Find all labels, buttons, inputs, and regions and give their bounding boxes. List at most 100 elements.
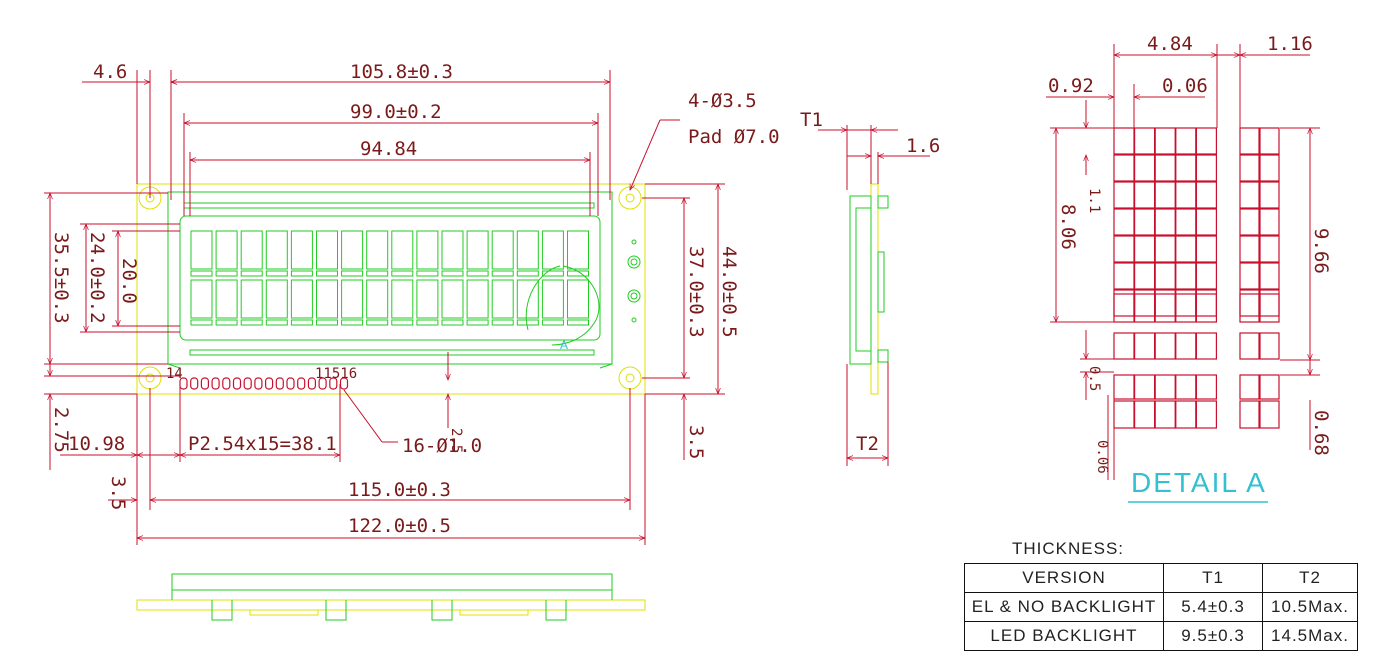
cursor-line xyxy=(341,270,364,277)
char-cell xyxy=(491,279,514,319)
char-cell xyxy=(466,279,489,319)
cursor-cell xyxy=(1133,374,1156,400)
header-t2: T2 xyxy=(1262,563,1358,593)
dot-cell xyxy=(1259,208,1280,236)
pin-label-first: 14 xyxy=(166,366,183,382)
dim-height-total: 44.0±0.5 xyxy=(718,246,740,338)
detail-cursor-gap: 0.5 xyxy=(1086,366,1102,391)
pin-hole xyxy=(243,377,252,390)
detail-char-width: 4.84 xyxy=(1147,33,1193,55)
cursor-cell xyxy=(1113,332,1135,360)
char-cell xyxy=(316,279,338,319)
dot-cell xyxy=(1175,293,1197,323)
dot-cell xyxy=(1175,208,1197,236)
char-cell xyxy=(567,279,589,319)
cursor-line xyxy=(341,319,364,326)
char-cell xyxy=(541,279,564,319)
char-cell xyxy=(240,230,263,270)
cell-version: EL & NO BACKLIGHT xyxy=(964,592,1164,622)
char-cell xyxy=(516,279,539,319)
dot-cell xyxy=(1239,262,1260,290)
detail-dot-pitch-left: 0.92 xyxy=(1048,75,1094,97)
dot-cell xyxy=(1195,154,1218,182)
cursor-line xyxy=(190,270,213,277)
dot-cell xyxy=(1133,181,1156,209)
char-cell xyxy=(215,279,238,319)
side-t2: T2 xyxy=(856,433,879,455)
dim-hole-edge: 3.5 xyxy=(685,425,707,459)
dim-pcb-width: 122.0±0.5 xyxy=(348,515,451,537)
dot-cell xyxy=(1133,208,1156,236)
dot-cell xyxy=(1113,208,1135,236)
detail-title: DETAIL A xyxy=(1131,467,1267,498)
pin-hole xyxy=(307,377,316,390)
cell-version: LED BACKLIGHT xyxy=(964,621,1164,651)
dot-cell xyxy=(1133,235,1156,263)
dot-cell xyxy=(1239,235,1260,263)
side-t1: T1 xyxy=(800,109,823,131)
cursor-line xyxy=(516,319,539,326)
dim-left-edge: 3.5 xyxy=(107,476,129,510)
cursor-line xyxy=(215,270,238,277)
detail-dot-height: 1.1 xyxy=(1086,188,1102,213)
char-cell xyxy=(190,230,213,270)
dot-cell xyxy=(1113,262,1135,290)
dot-cell xyxy=(1195,262,1218,290)
cursor-line xyxy=(441,319,464,326)
pin-hole xyxy=(286,377,295,390)
cursor-cell xyxy=(1259,374,1280,400)
pin-header xyxy=(179,377,349,390)
dot-cell xyxy=(1154,293,1176,323)
char-cell xyxy=(316,230,338,270)
dim-pin-offset: 10.98 xyxy=(68,433,125,455)
dot-cell xyxy=(1154,127,1176,155)
cursor-line xyxy=(316,270,338,277)
side-pcb-thickness: 1.6 xyxy=(906,135,940,157)
cursor-cell xyxy=(1113,374,1135,400)
cursor-line xyxy=(240,270,263,277)
dot-cell xyxy=(1154,235,1176,263)
side-view: T1 1.6 T2 xyxy=(800,109,940,466)
cursor-cell xyxy=(1175,374,1197,400)
dot-cell xyxy=(1195,208,1218,236)
cursor-line xyxy=(466,319,489,326)
dim-height-aa: 24.0±0.2 xyxy=(86,232,108,324)
detail-cursor-height: 9.66 xyxy=(1310,228,1332,274)
pin-hole xyxy=(200,377,209,390)
pin-hole xyxy=(254,377,263,390)
char-cell xyxy=(366,279,389,319)
dim-bottom-offset: 2.75 xyxy=(50,407,72,453)
char-cell xyxy=(441,230,464,270)
dim-left-offset: 4.6 xyxy=(93,61,127,83)
char-cell xyxy=(416,230,439,270)
cursor-line xyxy=(541,270,564,277)
cursor-cell xyxy=(1154,374,1176,400)
cursor-cell xyxy=(1259,400,1280,429)
detail-a: 4.84 1.16 0.92 0.06 8.06 1.1 0.5 0.06 9.… xyxy=(1046,33,1332,503)
cell-t2: 14.5Max. xyxy=(1262,621,1358,651)
dim-pin-hole-dim: 2.5 xyxy=(448,428,464,453)
detail-gap: 1.16 xyxy=(1267,33,1313,55)
dim-height-hole: 37.0±0.3 xyxy=(685,246,707,338)
header-version: VERSION xyxy=(964,563,1164,593)
dot-cell xyxy=(1154,181,1176,209)
dot-cell xyxy=(1259,154,1280,182)
detail-bottom-gap: 0.06 xyxy=(1094,440,1110,474)
dot-cell xyxy=(1133,293,1156,323)
pin-hole xyxy=(297,377,306,390)
cell-t1: 5.4±0.3 xyxy=(1163,592,1263,622)
dot-cell xyxy=(1175,235,1197,263)
dot-cell xyxy=(1195,235,1218,263)
cursor-line xyxy=(215,319,238,326)
character-cells xyxy=(190,230,589,326)
dot-cell xyxy=(1175,127,1197,155)
dim-hole-span: 115.0±0.3 xyxy=(348,479,451,501)
char-cell xyxy=(190,279,213,319)
front-view: A 4.6 105.8±0.3 99.0±0.2 94.84 4-Ø3.5 Pa… xyxy=(44,61,780,545)
cursor-cell xyxy=(1154,332,1176,360)
dot-cell xyxy=(1113,293,1135,323)
cursor-line xyxy=(491,319,514,326)
cursor-cell xyxy=(1239,332,1260,360)
cursor-line xyxy=(441,270,464,277)
cursor-cell xyxy=(1195,374,1218,400)
